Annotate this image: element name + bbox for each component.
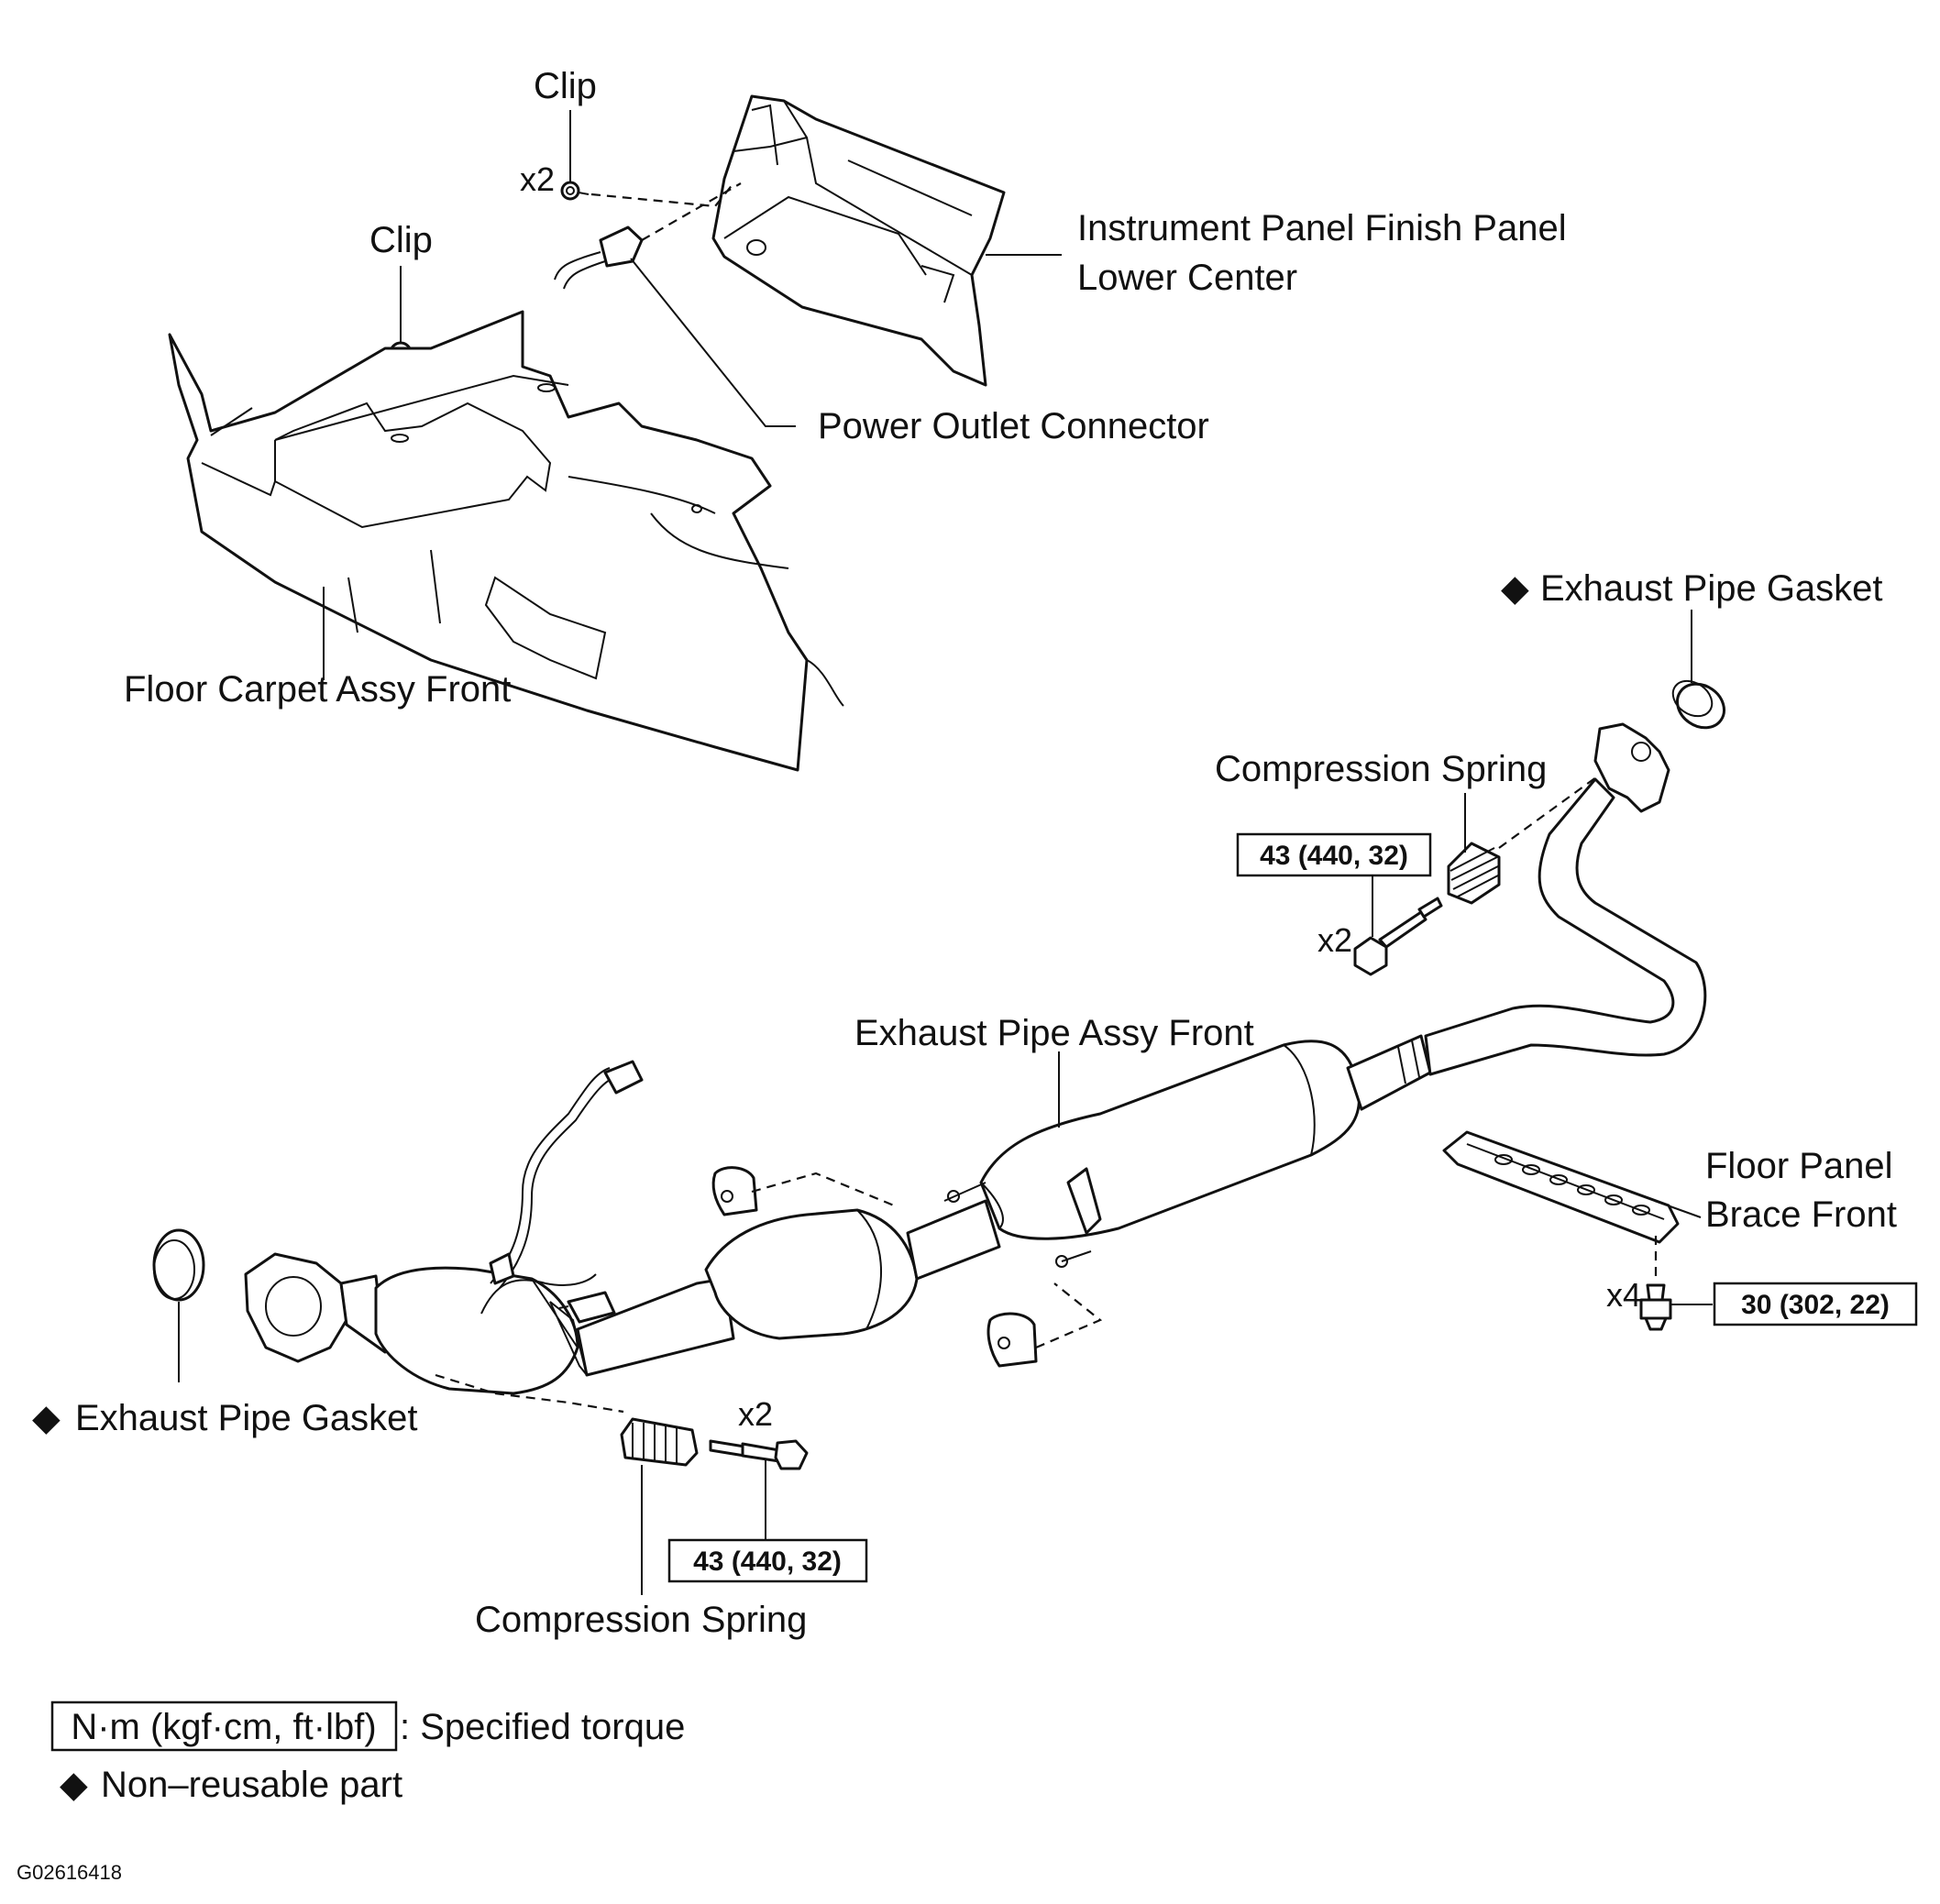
legend-diamond-icon: ◆ (60, 1765, 88, 1805)
label-clip-left: Clip (369, 220, 433, 260)
clip-top-dashline (590, 182, 734, 208)
hanger-rear-dashline (1035, 1282, 1103, 1349)
diamond-gasket-bottom: ◆ (32, 1398, 61, 1438)
connector-dashline (641, 182, 742, 241)
floor-panel-brace-drawing (1442, 1130, 1680, 1244)
label-instrument-panel-line2: Lower Center (1077, 258, 1297, 298)
figure-code: G02616418 (17, 1861, 122, 1884)
label-floor-panel-brace-line2: Brace Front (1705, 1194, 1897, 1235)
exhaust-pipe-gasket-top-drawing (1671, 679, 1725, 730)
torque-box-spring-top: 43 (440, 32) (1236, 832, 1432, 877)
spring-bottom-dashline (435, 1373, 624, 1414)
label-exhaust-pipe-assy-front: Exhaust Pipe Assy Front (854, 1013, 1254, 1053)
torque-value-spring-top: 43 (440, 32) (1260, 841, 1408, 871)
leader-power-outlet (630, 258, 796, 427)
legend-non-reusable: Non–reusable part (101, 1765, 402, 1805)
label-instrument-panel-line1: Instrument Panel Finish Panel (1077, 208, 1567, 248)
torque-value-spring-bottom: 43 (440, 32) (693, 1546, 842, 1577)
legend-torque-desc: : Specified torque (400, 1707, 685, 1747)
power-outlet-connector-drawing (554, 226, 644, 290)
exhaust-pipe-gasket-bottom-drawing (152, 1228, 205, 1302)
label-compression-spring-top: Compression Spring (1215, 749, 1547, 789)
legend: N·m (kgf·cm, ft·lbf) : Specified torque … (50, 1700, 685, 1805)
compression-spring-top-drawing (1447, 842, 1501, 905)
instrument-panel-finish-panel-drawing (711, 94, 1006, 387)
qty-bolt-top: x2 (1317, 921, 1352, 959)
leader-floor-panel-brace (1654, 1200, 1702, 1218)
floor-carpet-drawing (168, 310, 844, 772)
diamond-gasket-top: ◆ (1501, 568, 1529, 609)
label-clip-top: Clip (534, 66, 597, 106)
qty-clip-top: x2 (520, 160, 555, 198)
label-compression-spring-bottom: Compression Spring (475, 1600, 807, 1640)
label-floor-carpet: Floor Carpet Assy Front (124, 669, 511, 710)
compression-spring-bottom-drawing (620, 1417, 699, 1467)
torque-box-brace: 30 (302, 22) (1713, 1282, 1918, 1326)
clip-top-drawing (560, 181, 590, 201)
torque-box-spring-bottom: 43 (440, 32) (667, 1538, 868, 1583)
label-power-outlet-connector: Power Outlet Connector (818, 406, 1209, 446)
label-exhaust-pipe-gasket-bottom: Exhaust Pipe Gasket (75, 1398, 418, 1438)
exhaust-pipe-assy-drawing (244, 722, 1707, 1395)
bolt-bottom-drawing (709, 1439, 809, 1470)
qty-bolt-bottom: x2 (738, 1395, 773, 1433)
legend-torque-units: N·m (kgf·cm, ft·lbf) (71, 1707, 376, 1747)
brace-bolt-drawing (1639, 1283, 1672, 1331)
torque-value-brace: 30 (302, 22) (1741, 1290, 1890, 1320)
bolt-top-drawing (1353, 897, 1443, 976)
label-floor-panel-brace-line1: Floor Panel (1705, 1146, 1893, 1186)
hanger-front-dashline (751, 1172, 895, 1207)
spring-top-dashline (1498, 774, 1601, 849)
label-exhaust-pipe-gasket-top: Exhaust Pipe Gasket (1540, 568, 1883, 609)
qty-brace-bolts: x4 (1606, 1276, 1641, 1314)
